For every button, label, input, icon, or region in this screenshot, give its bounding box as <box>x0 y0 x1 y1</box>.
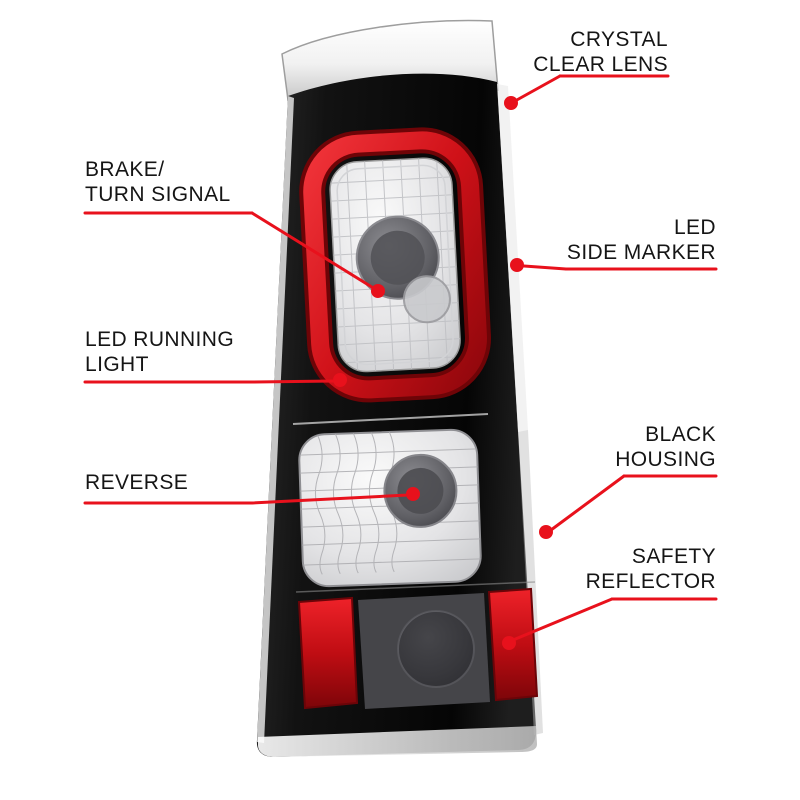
callout-dot-crystal-clear-lens <box>504 96 518 110</box>
callout-lines <box>83 74 718 642</box>
callout-line-led-side-marker <box>522 264 718 271</box>
callout-label-line: SAFETY <box>631 545 716 568</box>
callout-dot-brake-turn-signal <box>371 284 385 298</box>
callout-label-line: BRAKE/ <box>85 158 165 181</box>
reverse-section <box>298 428 482 588</box>
callout-dot-safety-reflector <box>502 636 516 650</box>
callout-label-line: LIGHT <box>85 353 149 376</box>
callout-dot-black-housing <box>539 525 553 539</box>
callout-label-line: REFLECTOR <box>585 570 716 593</box>
callout-label-led-side-marker: LED SIDE MARKER <box>567 215 716 265</box>
callout-label-line: CRYSTAL <box>570 28 668 51</box>
section-divider-lower <box>295 581 536 593</box>
callout-label-line: BLACK <box>645 423 716 446</box>
callout-label-crystal-clear-lens: CRYSTAL CLEAR LENS <box>533 27 668 77</box>
callout-label-line: CLEAR LENS <box>533 53 668 76</box>
callout-label-black-housing: BLACK HOUSING <box>615 422 716 472</box>
callout-label-led-running-light: LED RUNNING LIGHT <box>85 327 234 377</box>
callout-line-reverse <box>83 493 410 505</box>
callout-dot-led-side-marker <box>510 258 524 272</box>
callout-dots <box>333 96 553 650</box>
led-running-light-tube <box>303 131 487 399</box>
bottom-section <box>258 581 539 757</box>
section-divider-upper <box>292 413 489 425</box>
safety-reflector-left <box>297 596 359 710</box>
callout-label-line: TURN SIGNAL <box>85 183 231 206</box>
callout-label-safety-reflector: SAFETY REFLECTOR <box>586 544 716 594</box>
housing-right-highlight <box>497 84 528 432</box>
callout-label-line: SIDE MARKER <box>566 241 716 264</box>
bottom-chrome-strip <box>258 726 537 757</box>
callout-label-reverse: REVERSE <box>85 470 188 495</box>
callout-line-crystal-clear-lens <box>513 74 670 103</box>
lamp-assembly <box>256 19 543 757</box>
callout-label-line: REVERSE <box>85 471 189 494</box>
callout-label-line: LED RUNNING <box>85 328 235 351</box>
callout-dot-reverse <box>406 487 420 501</box>
callout-line-black-housing <box>549 474 718 532</box>
brake-turn-signal-section <box>299 127 491 403</box>
brake-lens-optic-circle <box>402 275 451 324</box>
housing-left-chrome-edge <box>257 96 294 743</box>
callout-label-line: HOUSING <box>615 448 716 471</box>
callout-label-brake-turn-signal: BRAKE/ TURN SIGNAL <box>85 157 231 207</box>
callout-line-brake-turn-signal <box>83 211 377 291</box>
callout-label-line: LED <box>673 216 716 239</box>
callout-line-safety-reflector <box>511 597 718 642</box>
callout-line-led-running-light <box>83 379 337 384</box>
callout-dot-led-running-light <box>333 373 347 387</box>
